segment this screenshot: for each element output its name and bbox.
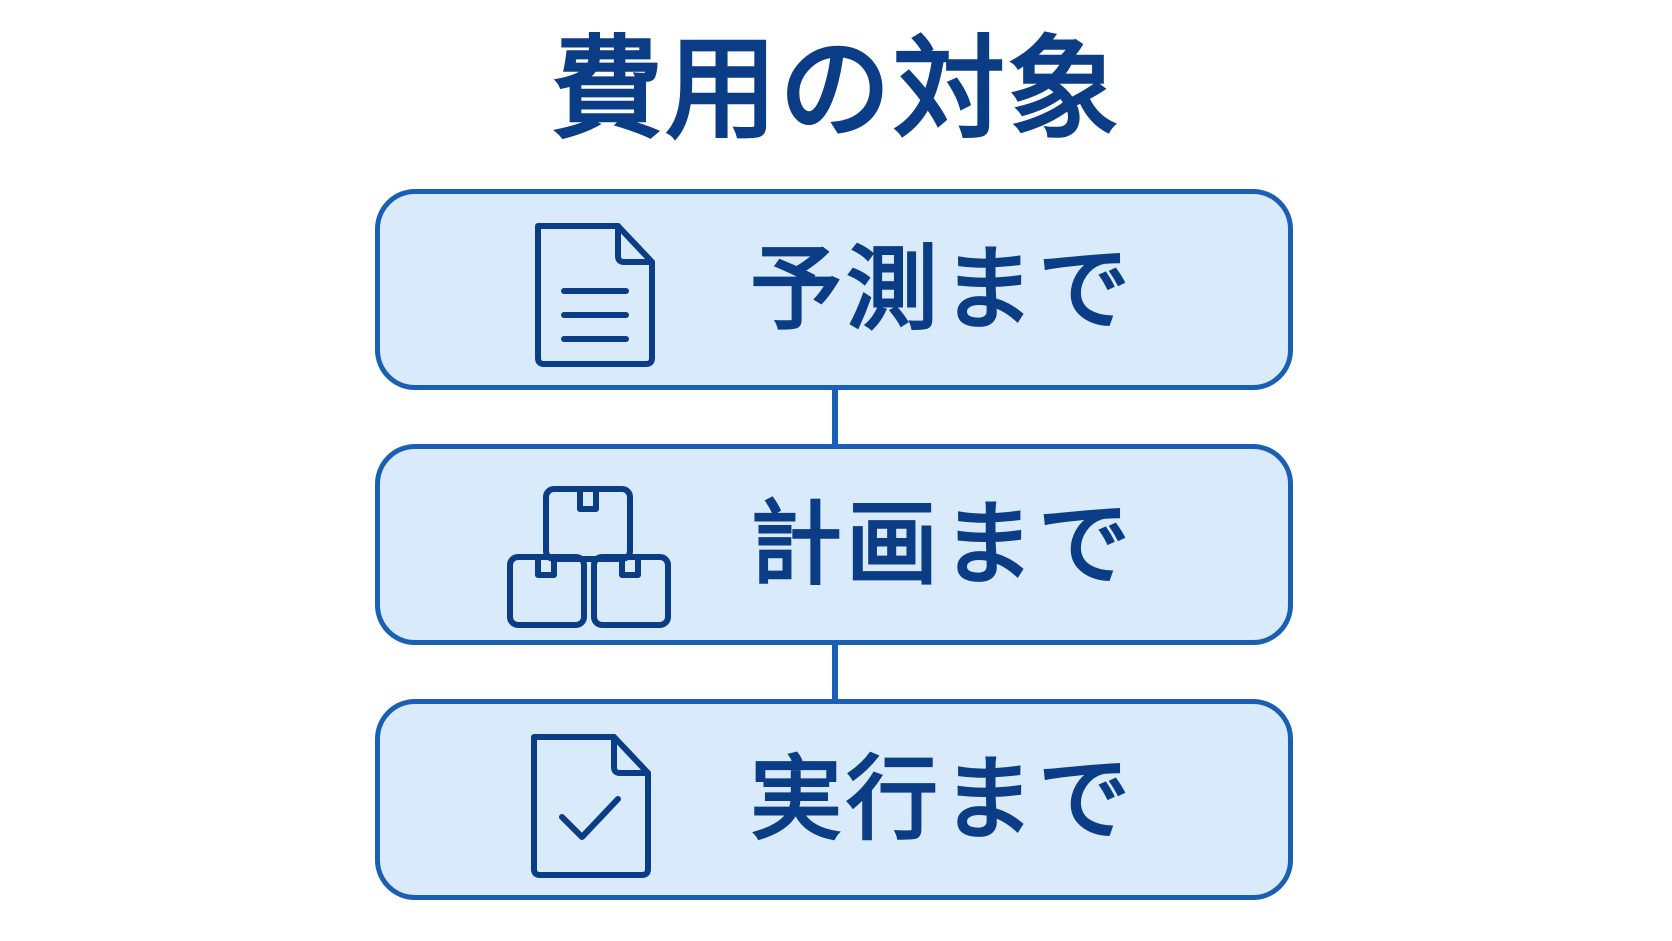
- stage-card-forecast: 予測まで: [375, 189, 1293, 390]
- connector-line: [832, 389, 838, 446]
- stage-label: 実行まで: [750, 746, 1135, 853]
- connector-line: [832, 644, 838, 701]
- stacked-boxes-icon: [507, 486, 671, 628]
- stage-card-execution: 実行まで: [375, 699, 1293, 900]
- stage-card-plan: 計画まで: [375, 444, 1293, 645]
- document-check-icon: [531, 734, 651, 878]
- stage-label: 計画まで: [750, 491, 1135, 598]
- document-lines-icon: [535, 223, 655, 367]
- stage-label: 予測まで: [750, 236, 1135, 343]
- page-title: 費用の対象: [551, 25, 1121, 155]
